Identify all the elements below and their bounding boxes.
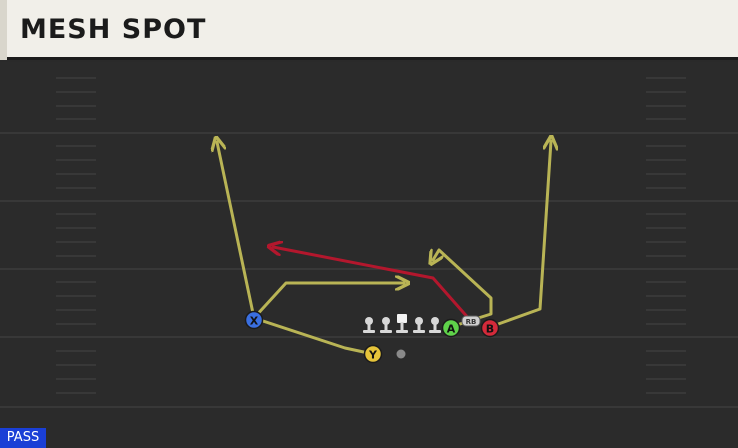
- route-y-path: [252, 316, 375, 356]
- receiver-b-label: B: [486, 323, 494, 336]
- hash-marks-left: [56, 77, 96, 394]
- football-field: [0, 62, 738, 448]
- route-x-go: [217, 142, 256, 320]
- quarterback-icon: [396, 349, 406, 359]
- lineman-icon: [380, 317, 392, 333]
- title-bar: MESH SPOT: [0, 0, 738, 60]
- title-accent: [0, 0, 7, 60]
- lineman-icon: [413, 317, 425, 333]
- receiver-a: A: [441, 318, 461, 338]
- hash-marks-right: [646, 77, 686, 394]
- receiver-x: X: [244, 310, 264, 330]
- route-rb-angle: [273, 247, 472, 322]
- receiver-x-label: X: [250, 315, 259, 328]
- offensive-line: [363, 314, 441, 333]
- play-type-badge: PASS: [0, 428, 46, 448]
- receiver-y: Y: [363, 344, 383, 364]
- route-x-shallow: [252, 283, 404, 320]
- lineman-icon: [363, 317, 375, 333]
- lineman-icon: [429, 317, 441, 333]
- receiver-y-label: Y: [368, 349, 378, 362]
- route-b-go: [488, 141, 551, 329]
- center-icon: [396, 314, 408, 333]
- running-back-badge: RB: [461, 315, 481, 327]
- rb-label: RB: [466, 318, 477, 326]
- receiver-a-label: A: [447, 323, 456, 336]
- play-title: MESH SPOT: [20, 14, 207, 45]
- yard-lines: [0, 132, 738, 408]
- receiver-b: B: [480, 318, 500, 338]
